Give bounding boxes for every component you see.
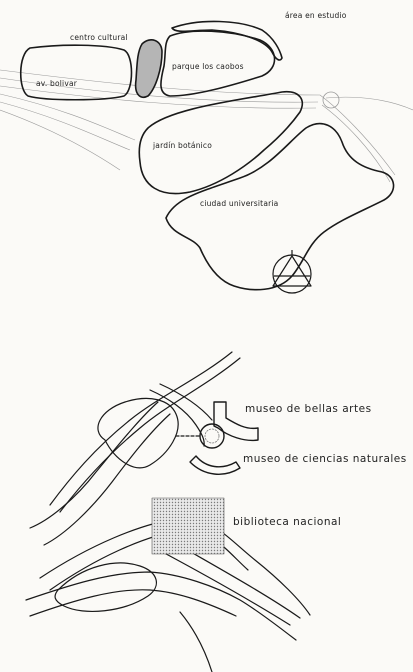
- label-museo-ciencias-naturales: museo de ciencias naturales: [243, 453, 407, 465]
- museum-rotunda-inner: [204, 428, 220, 444]
- ciudad-universitaria-area: [165, 122, 395, 291]
- top-site-map: [0, 20, 413, 294]
- label-area-en-estudio: área en estudio: [285, 11, 347, 20]
- label-parque-los-caobos: parque los caobos: [172, 62, 244, 71]
- lower-traffic-island: [54, 562, 157, 613]
- long-right-road: [154, 533, 301, 672]
- label-jardin-botanico: jardín botánico: [153, 141, 213, 150]
- branch-road-to-circle: [149, 383, 213, 447]
- av-bolivar-block: [19, 44, 133, 101]
- area-en-estudio-area: [171, 20, 283, 61]
- left-loop-road: [29, 397, 179, 546]
- label-biblioteca-nacional: biblioteca nacional: [233, 516, 342, 528]
- label-ciudad-universitaria: ciudad universitaria: [200, 199, 279, 208]
- biblioteca-nacional-building: [151, 497, 225, 555]
- museum-rotunda: [199, 423, 225, 449]
- bottom-site-map: [25, 351, 311, 672]
- traffic-circle: [322, 91, 340, 109]
- label-museo-bellas-artes: museo de bellas artes: [245, 403, 372, 415]
- centro-cultural-area: [134, 39, 163, 98]
- jardin-botanico-area: [138, 90, 304, 195]
- north-arrow-icon: [272, 250, 312, 294]
- upper-diagonal-road: [49, 351, 241, 513]
- label-av-bolivar: av. bolivar: [36, 79, 78, 88]
- museo-ciencias-naturales-building: [189, 455, 241, 475]
- label-centro-cultural: centro cultural: [70, 33, 128, 42]
